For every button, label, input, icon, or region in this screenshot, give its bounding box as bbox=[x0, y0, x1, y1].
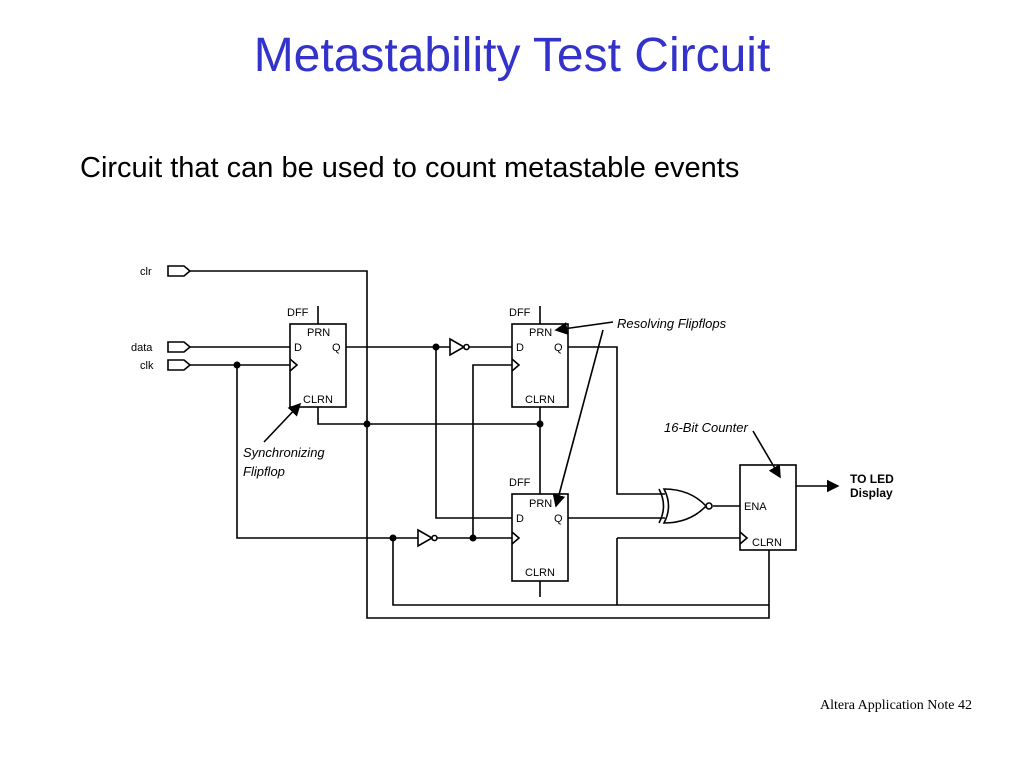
dff1-prn-label: PRN bbox=[307, 327, 330, 339]
annotation-counter: 16-Bit Counter bbox=[664, 420, 781, 479]
dff3-prn-label: PRN bbox=[529, 498, 552, 510]
dff3-type-label: DFF bbox=[509, 477, 531, 489]
dff1-type-label: DFF bbox=[287, 307, 309, 319]
inverter-clock bbox=[417, 528, 438, 548]
dff3-clrn-label: CLRN bbox=[525, 567, 555, 579]
counter-16bit: ENA CLRN bbox=[739, 464, 797, 551]
clk-label: clk bbox=[140, 360, 154, 372]
dff-resolving-top: DFF PRN D Q CLRN bbox=[509, 307, 569, 408]
output-label-line1: TO LED bbox=[850, 472, 894, 486]
dff-synchronizing: DFF PRN D Q CLRN bbox=[287, 307, 347, 408]
footer-source: Altera Application Note 42 bbox=[819, 698, 972, 713]
dff1-clrn-label: CLRN bbox=[303, 394, 333, 406]
clr-input-pin: clr bbox=[140, 265, 192, 278]
synchronizing-note-line2: Flipflop bbox=[243, 464, 285, 479]
dff2-prn-label: PRN bbox=[529, 327, 552, 339]
dff2-type-label: DFF bbox=[509, 307, 531, 319]
dff1-d-label: D bbox=[294, 342, 302, 354]
annotation-resolving: Resolving Flipflops bbox=[552, 316, 727, 508]
slide-title: Metastability Test Circuit bbox=[253, 29, 771, 82]
dff3-d-label: D bbox=[516, 513, 524, 525]
dff2-d-label: D bbox=[516, 342, 524, 354]
junction-dots bbox=[233, 343, 544, 542]
output-label-line2: Display bbox=[850, 486, 893, 500]
clr-label: clr bbox=[140, 266, 152, 278]
counter-ena-label: ENA bbox=[744, 501, 767, 513]
counter-clrn-label: CLRN bbox=[752, 537, 782, 549]
data-input-pin: data bbox=[131, 341, 192, 354]
wires bbox=[190, 270, 840, 619]
annotation-synchronizing: Synchronizing Flipflop bbox=[243, 402, 325, 479]
resolving-flipflops-note: Resolving Flipflops bbox=[617, 316, 727, 331]
dff-resolving-bottom: DFF PRN D Q CLRN bbox=[509, 477, 569, 582]
dff3-q-label: Q bbox=[554, 513, 563, 525]
dff2-clrn-label: CLRN bbox=[525, 394, 555, 406]
synchronizing-note-line1: Synchronizing bbox=[243, 445, 325, 460]
inverter-data bbox=[449, 337, 470, 357]
dff1-q-label: Q bbox=[332, 342, 341, 354]
counter-note: 16-Bit Counter bbox=[664, 420, 748, 435]
xor-gate bbox=[658, 488, 713, 524]
clk-input-pin: clk bbox=[140, 359, 192, 372]
slide-bullet: Circuit that can be used to count metast… bbox=[80, 152, 740, 184]
data-label: data bbox=[131, 342, 153, 354]
dff2-q-label: Q bbox=[554, 342, 563, 354]
